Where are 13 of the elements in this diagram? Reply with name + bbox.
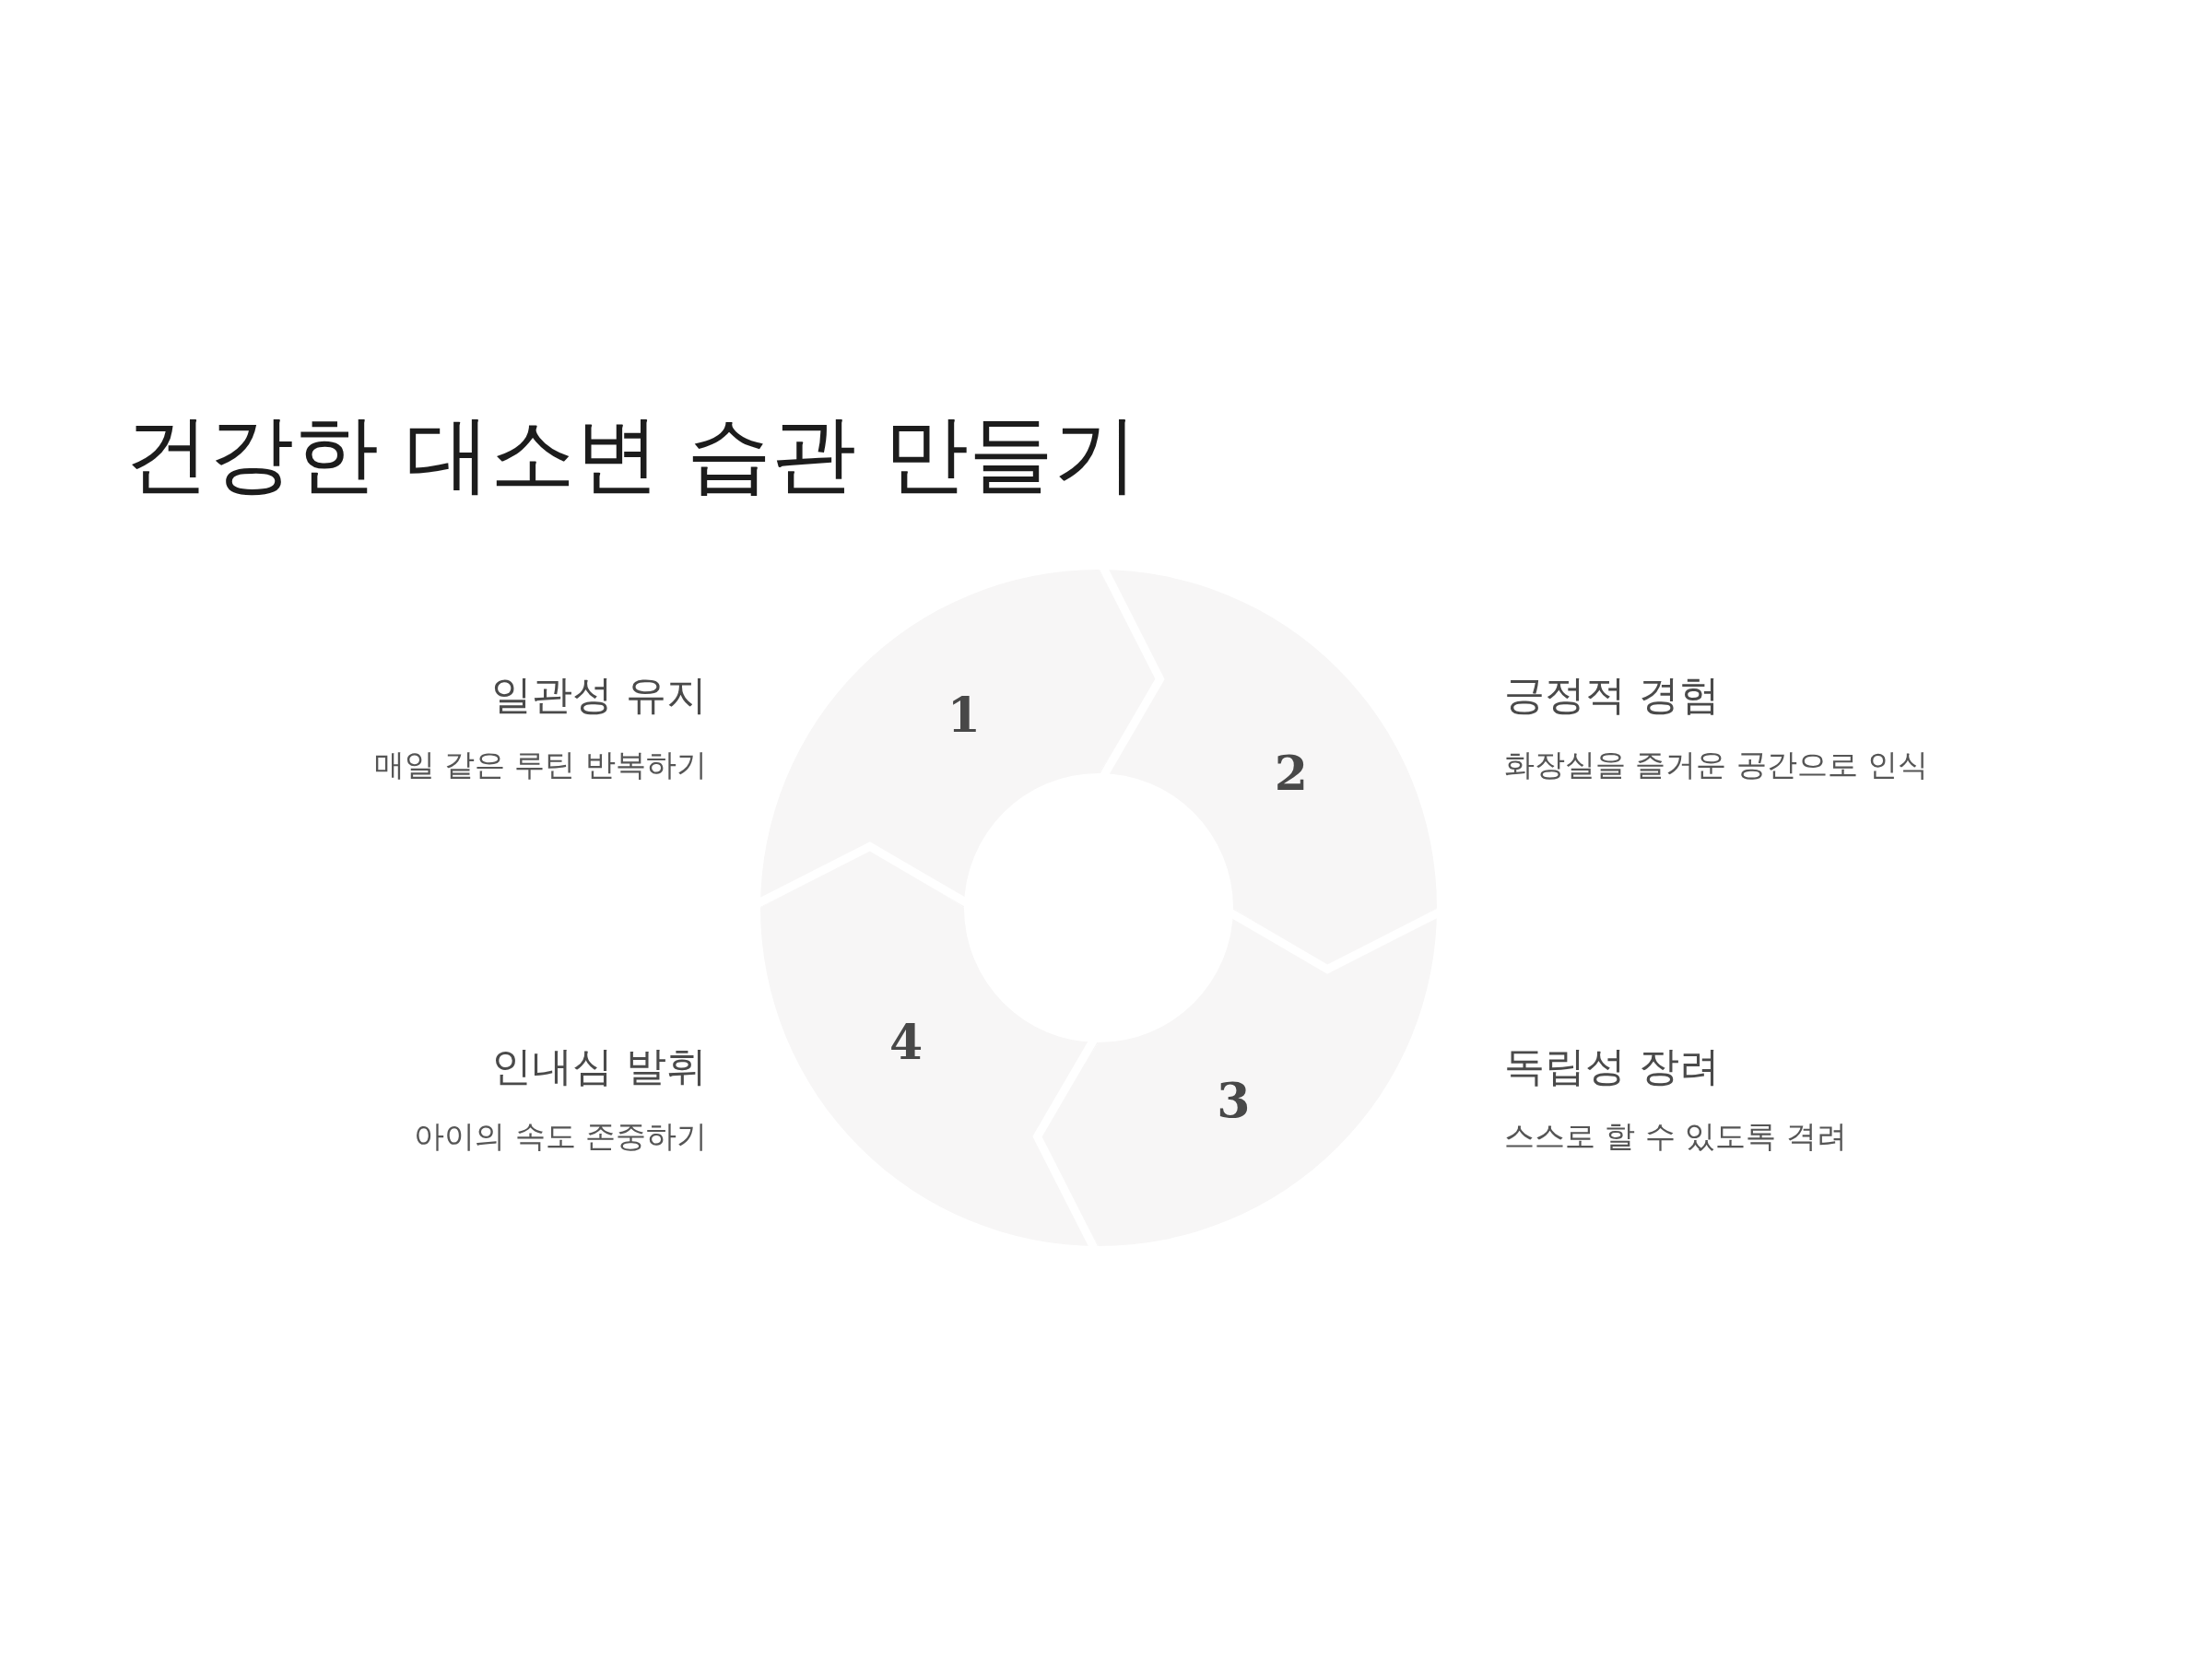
step-number: 1 <box>947 691 981 740</box>
step-description: 스스로 할 수 있도록 격려 <box>1504 1118 1847 1155</box>
step-heading: 독립성 장려 <box>1504 1041 1720 1091</box>
step-description: 아이의 속도 존중하기 <box>414 1118 707 1155</box>
step-description: 화장실을 즐거운 공간으로 인식 <box>1504 747 1929 783</box>
step-heading: 일관성 유지 <box>491 670 707 720</box>
title: 건강한 대소변 습관 만들기 <box>124 403 1138 505</box>
step-number: 2 <box>1274 748 1308 797</box>
step-heading: 인내심 발휘 <box>491 1041 707 1091</box>
step-number: 4 <box>889 1018 924 1067</box>
step-heading: 긍정적 경험 <box>1504 670 1720 720</box>
step-number: 3 <box>1217 1076 1251 1124</box>
step-description: 매일 같은 루틴 반복하기 <box>373 747 707 783</box>
